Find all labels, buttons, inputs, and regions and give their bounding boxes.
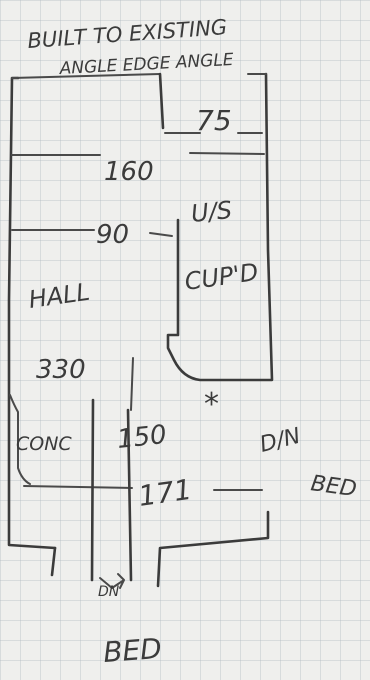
label-bed-right: BED: [309, 471, 358, 502]
dimension-150: 150: [116, 420, 169, 455]
dimension-line-90-right: [149, 232, 173, 237]
dimension-171: 171: [136, 473, 194, 513]
label-dn: D/N: [257, 424, 303, 458]
conc-bracket: [9, 394, 31, 485]
cupboard-enclosure: [166, 72, 274, 382]
dimension-line-160-right: [189, 152, 265, 155]
title-line-1: BUILT TO EXISTING: [27, 15, 228, 53]
dimension-line-171-left: [23, 485, 133, 489]
label-uls: U/S: [190, 196, 234, 228]
dimension-line-330: [130, 357, 134, 411]
label-bed-bottom: BED: [102, 632, 163, 669]
dimension-75: 75: [196, 104, 232, 137]
dimension-90: 90: [96, 220, 129, 250]
label-hall: HALL: [27, 278, 92, 314]
label-dn-bottom: DN: [98, 584, 120, 600]
corridor-wall-right: [126, 408, 133, 582]
label-conc: CONC: [16, 433, 72, 455]
star-mark: *: [204, 387, 219, 422]
label-cupd: CUP'D: [183, 258, 260, 296]
bottom-right-wall: [156, 510, 270, 588]
down-arrow: [99, 573, 125, 589]
dimension-330: 330: [36, 355, 86, 385]
top-wall: [11, 73, 161, 79]
corridor-wall-left: [90, 398, 95, 582]
dimension-160: 160: [104, 157, 154, 187]
bottom-left-return: [50, 546, 57, 577]
inner-vertical-divider: [158, 72, 165, 130]
